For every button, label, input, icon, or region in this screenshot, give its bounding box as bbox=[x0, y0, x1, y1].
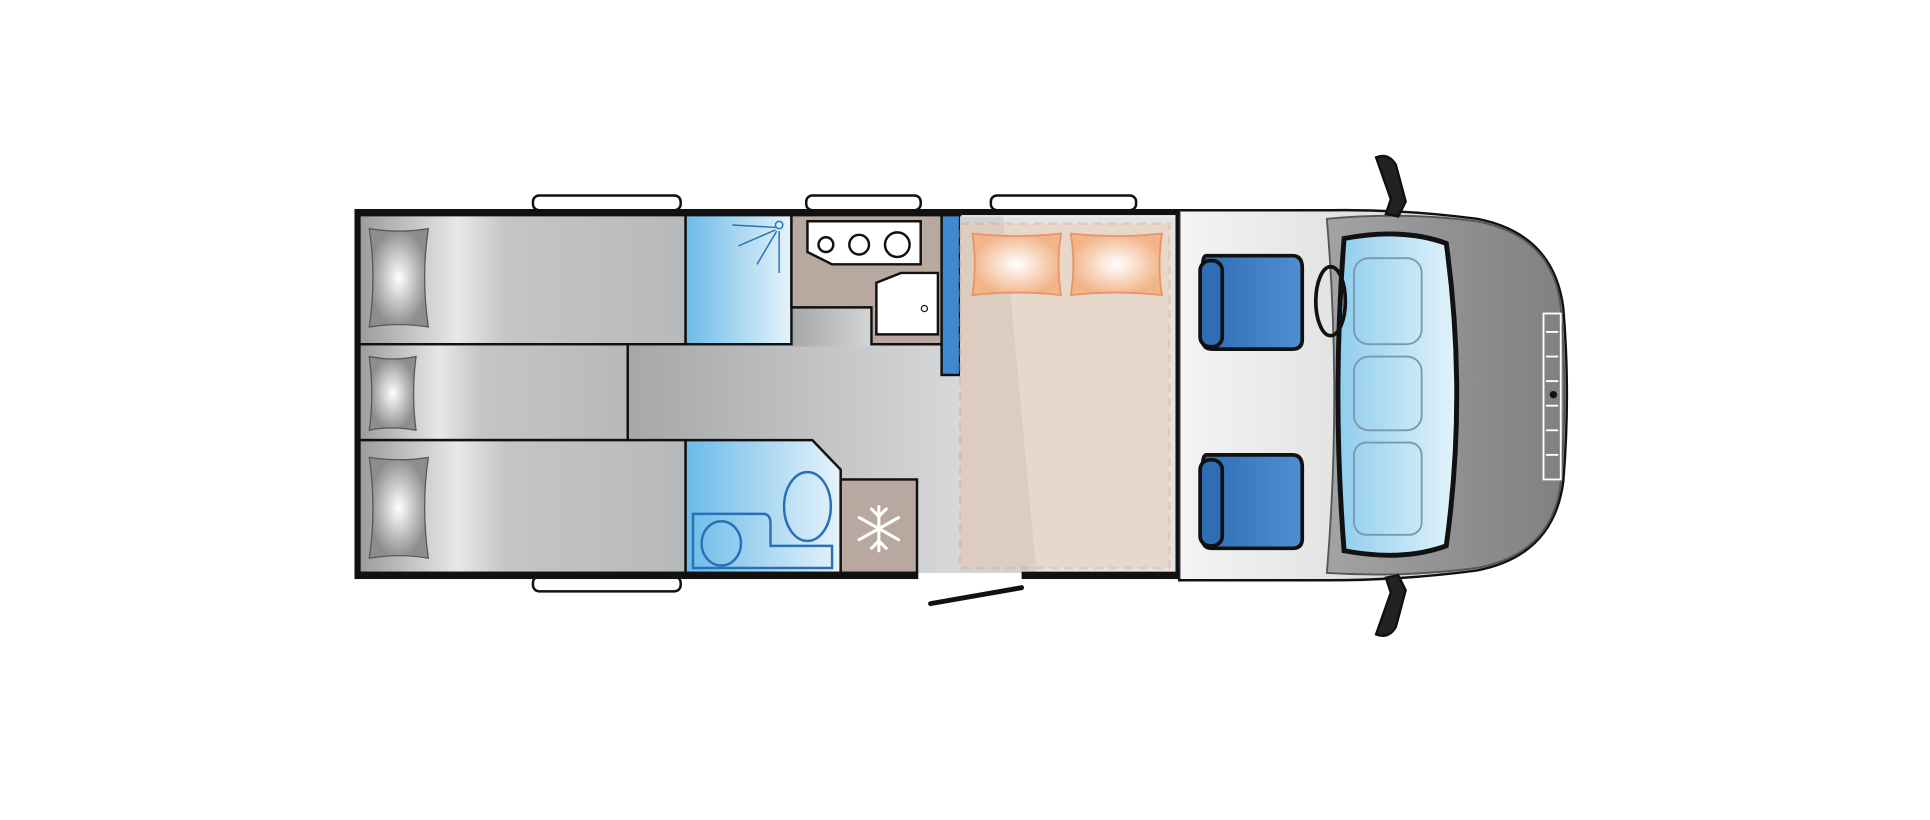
window bbox=[531, 194, 682, 212]
snowflake-icon bbox=[857, 504, 901, 553]
toilet-icon bbox=[782, 470, 833, 543]
walls bbox=[354, 208, 1180, 580]
floor bbox=[791, 307, 878, 347]
seat-icon bbox=[1198, 253, 1305, 351]
steering-wheel-icon bbox=[1313, 264, 1348, 338]
mirror-icon bbox=[1374, 573, 1407, 637]
pillow-icon bbox=[971, 232, 1063, 297]
pillow-icon bbox=[368, 456, 430, 559]
shower-icon bbox=[732, 220, 784, 273]
living-area bbox=[354, 208, 1180, 607]
pillow-icon bbox=[1069, 232, 1164, 297]
drop-down-bed bbox=[958, 216, 1176, 573]
windows bbox=[531, 194, 1138, 593]
fridge bbox=[839, 478, 919, 575]
hob-icon bbox=[806, 220, 922, 266]
shower bbox=[684, 213, 793, 346]
cab bbox=[1177, 154, 1569, 637]
single-bed bbox=[358, 213, 687, 346]
windshield bbox=[1335, 231, 1460, 558]
seat-icon bbox=[1198, 453, 1305, 551]
pillow-icon bbox=[368, 227, 430, 328]
bathroom bbox=[684, 438, 842, 575]
single-bed bbox=[358, 342, 629, 442]
wardrobe bbox=[940, 213, 962, 377]
washbasin-icon bbox=[691, 512, 834, 570]
pillow-icon bbox=[368, 355, 417, 432]
single-bed bbox=[358, 438, 687, 575]
window bbox=[804, 194, 922, 212]
grille bbox=[1542, 312, 1562, 481]
mirror-icon bbox=[1374, 154, 1407, 218]
sink-icon bbox=[875, 271, 940, 336]
window bbox=[989, 194, 1138, 212]
entrance-door[interactable] bbox=[928, 585, 1025, 607]
